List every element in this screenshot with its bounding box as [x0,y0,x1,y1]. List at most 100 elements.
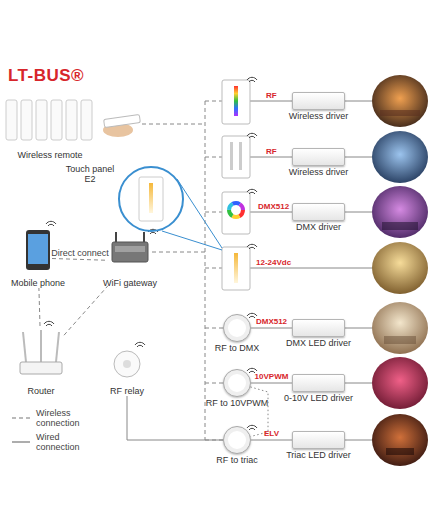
photo-detail [382,222,418,230]
color-wheel [229,203,243,217]
converter-circle: RF to 10VPWM [223,369,251,397]
caption-group: RF to DMX [215,343,260,353]
node-label: 0-10V LED driver [284,393,353,403]
wireless-bus [205,101,206,440]
remote-shape [104,115,141,128]
remote-shape [6,100,17,140]
driver-box: Wireless driver [292,92,345,110]
wifi-symbol [247,133,257,138]
remote-group: Wireless remote [2,98,98,160]
wireless-link [142,124,205,125]
panel-slider [234,86,238,116]
caption-group: Wireless driver [289,167,349,177]
phone-shape [26,230,50,270]
driver-box: DMX driver [292,203,345,221]
node-label: DMX driver [296,222,341,232]
wifi-symbol [135,342,145,347]
wifi-symbol [44,321,54,326]
callout-circle: Touch panel E2 [118,166,184,232]
panel-slider [239,142,242,170]
wireless-link [205,268,222,269]
output-wire [345,157,372,158]
driver-box: 0-10V LED driver [292,374,345,392]
signal-wire [250,268,372,269]
color-wheel [229,203,243,217]
panel-slider [230,142,233,170]
node-label: Router [27,386,54,396]
wireless-link [64,286,108,336]
output-wire [345,383,372,384]
remote-shape [81,100,92,140]
relay-detail [123,360,131,368]
gateway-shape [112,242,148,262]
wireless-link [205,101,222,102]
wifi-symbol [247,189,257,194]
wireless-link [205,212,222,213]
driver-box: DMX LED driver [292,319,345,337]
node-label: Wireless remote [17,150,82,160]
gateway-detail [115,246,145,252]
caption-group: DMX driver [296,222,341,232]
remote-shape [36,100,47,140]
wireless-link [39,288,40,326]
wireless-link [52,259,108,261]
signal-wire [250,101,292,102]
node-label: RF to DMX [215,343,260,353]
node-label: Wireless driver [289,111,349,121]
color-wheel [229,203,243,217]
signal-wire [251,440,292,441]
antenna [115,232,117,242]
node-label: RF relay [110,386,144,396]
signal-label: DMX512 [258,202,289,211]
phone-screen [28,234,48,264]
output-wire [345,328,372,329]
photo-detail [380,110,420,116]
wireless-link [205,383,223,384]
remote-shape [21,100,32,140]
converter-circle: RF to triac [223,426,251,454]
wireless-link [205,157,222,158]
edge-label: ELV [264,429,279,439]
callout-leader [162,231,222,250]
wifi-symbol [46,221,56,226]
router-shape [20,362,62,374]
caption-group: Touch panel E2 [62,164,118,184]
edge-label: 10VPWM [255,372,289,382]
edge-label: DMX512 [256,317,287,327]
panel-zoom [139,177,163,221]
caption-group: Wireless driver [289,111,349,121]
router-device: Router [18,326,64,396]
panel-slider [234,253,238,283]
wifi-symbol [247,313,257,318]
lighting-photo [372,302,428,354]
legend-label: Wireless connection [36,408,92,428]
output-wire [345,440,372,441]
node-label: DMX LED driver [286,338,351,348]
wifi-symbol [247,244,257,249]
node-label: RF to triac [216,455,258,465]
wall-panel [222,80,250,124]
node-label: Mobile phone [11,278,65,288]
node-label: Touch panel E2 [62,164,118,184]
relay-device: RF relay [110,346,144,396]
phone-device: Mobile phone [24,228,52,288]
gateway-device: WiFi gateway [108,234,152,288]
antenna [56,332,59,362]
node-label: WiFi gateway [103,278,157,288]
wall-panel [222,247,250,290]
node-label: Triac LED driver [286,450,351,460]
node-label: RF to 10VPWM [206,398,269,408]
output-wire [345,101,372,102]
caption-group: Triac LED driver [286,450,351,460]
converter-circle: RF to DMX [223,314,251,342]
antenna [23,332,26,362]
wireless-link [205,328,223,329]
legend-sample [12,441,30,442]
color-wheel [229,203,243,217]
wireless-link [152,252,205,253]
wifi-symbol [247,77,257,82]
lighting-photo [372,242,428,294]
lighting-photo [372,414,428,466]
signal-label: RF [266,147,277,156]
